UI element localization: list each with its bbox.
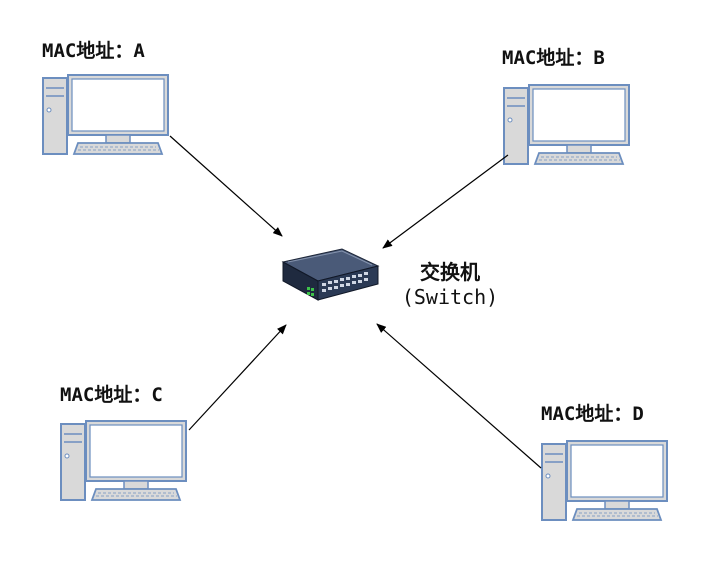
arrow-b-to-switch	[382, 154, 509, 249]
arrow-d-to-switch	[376, 323, 542, 469]
arrow-a-to-switch	[169, 135, 283, 237]
computer-c-icon	[60, 420, 187, 501]
host-label-c: MAC地址：C	[60, 384, 163, 406]
switch-subtitle: (Switch)	[401, 285, 499, 309]
computer-a-icon	[42, 74, 169, 155]
computer-b-icon	[503, 84, 630, 165]
switch-icon	[281, 248, 380, 301]
switch-name: 交换机	[420, 260, 480, 284]
host-label-a: MAC地址：A	[42, 40, 145, 62]
host-label-b: MAC地址：B	[502, 47, 605, 69]
arrow-c-to-switch	[188, 324, 287, 431]
computer-d-icon	[541, 440, 668, 521]
switch-label: 交换机 (Switch)	[392, 260, 508, 310]
host-label-d: MAC地址：D	[541, 403, 644, 425]
